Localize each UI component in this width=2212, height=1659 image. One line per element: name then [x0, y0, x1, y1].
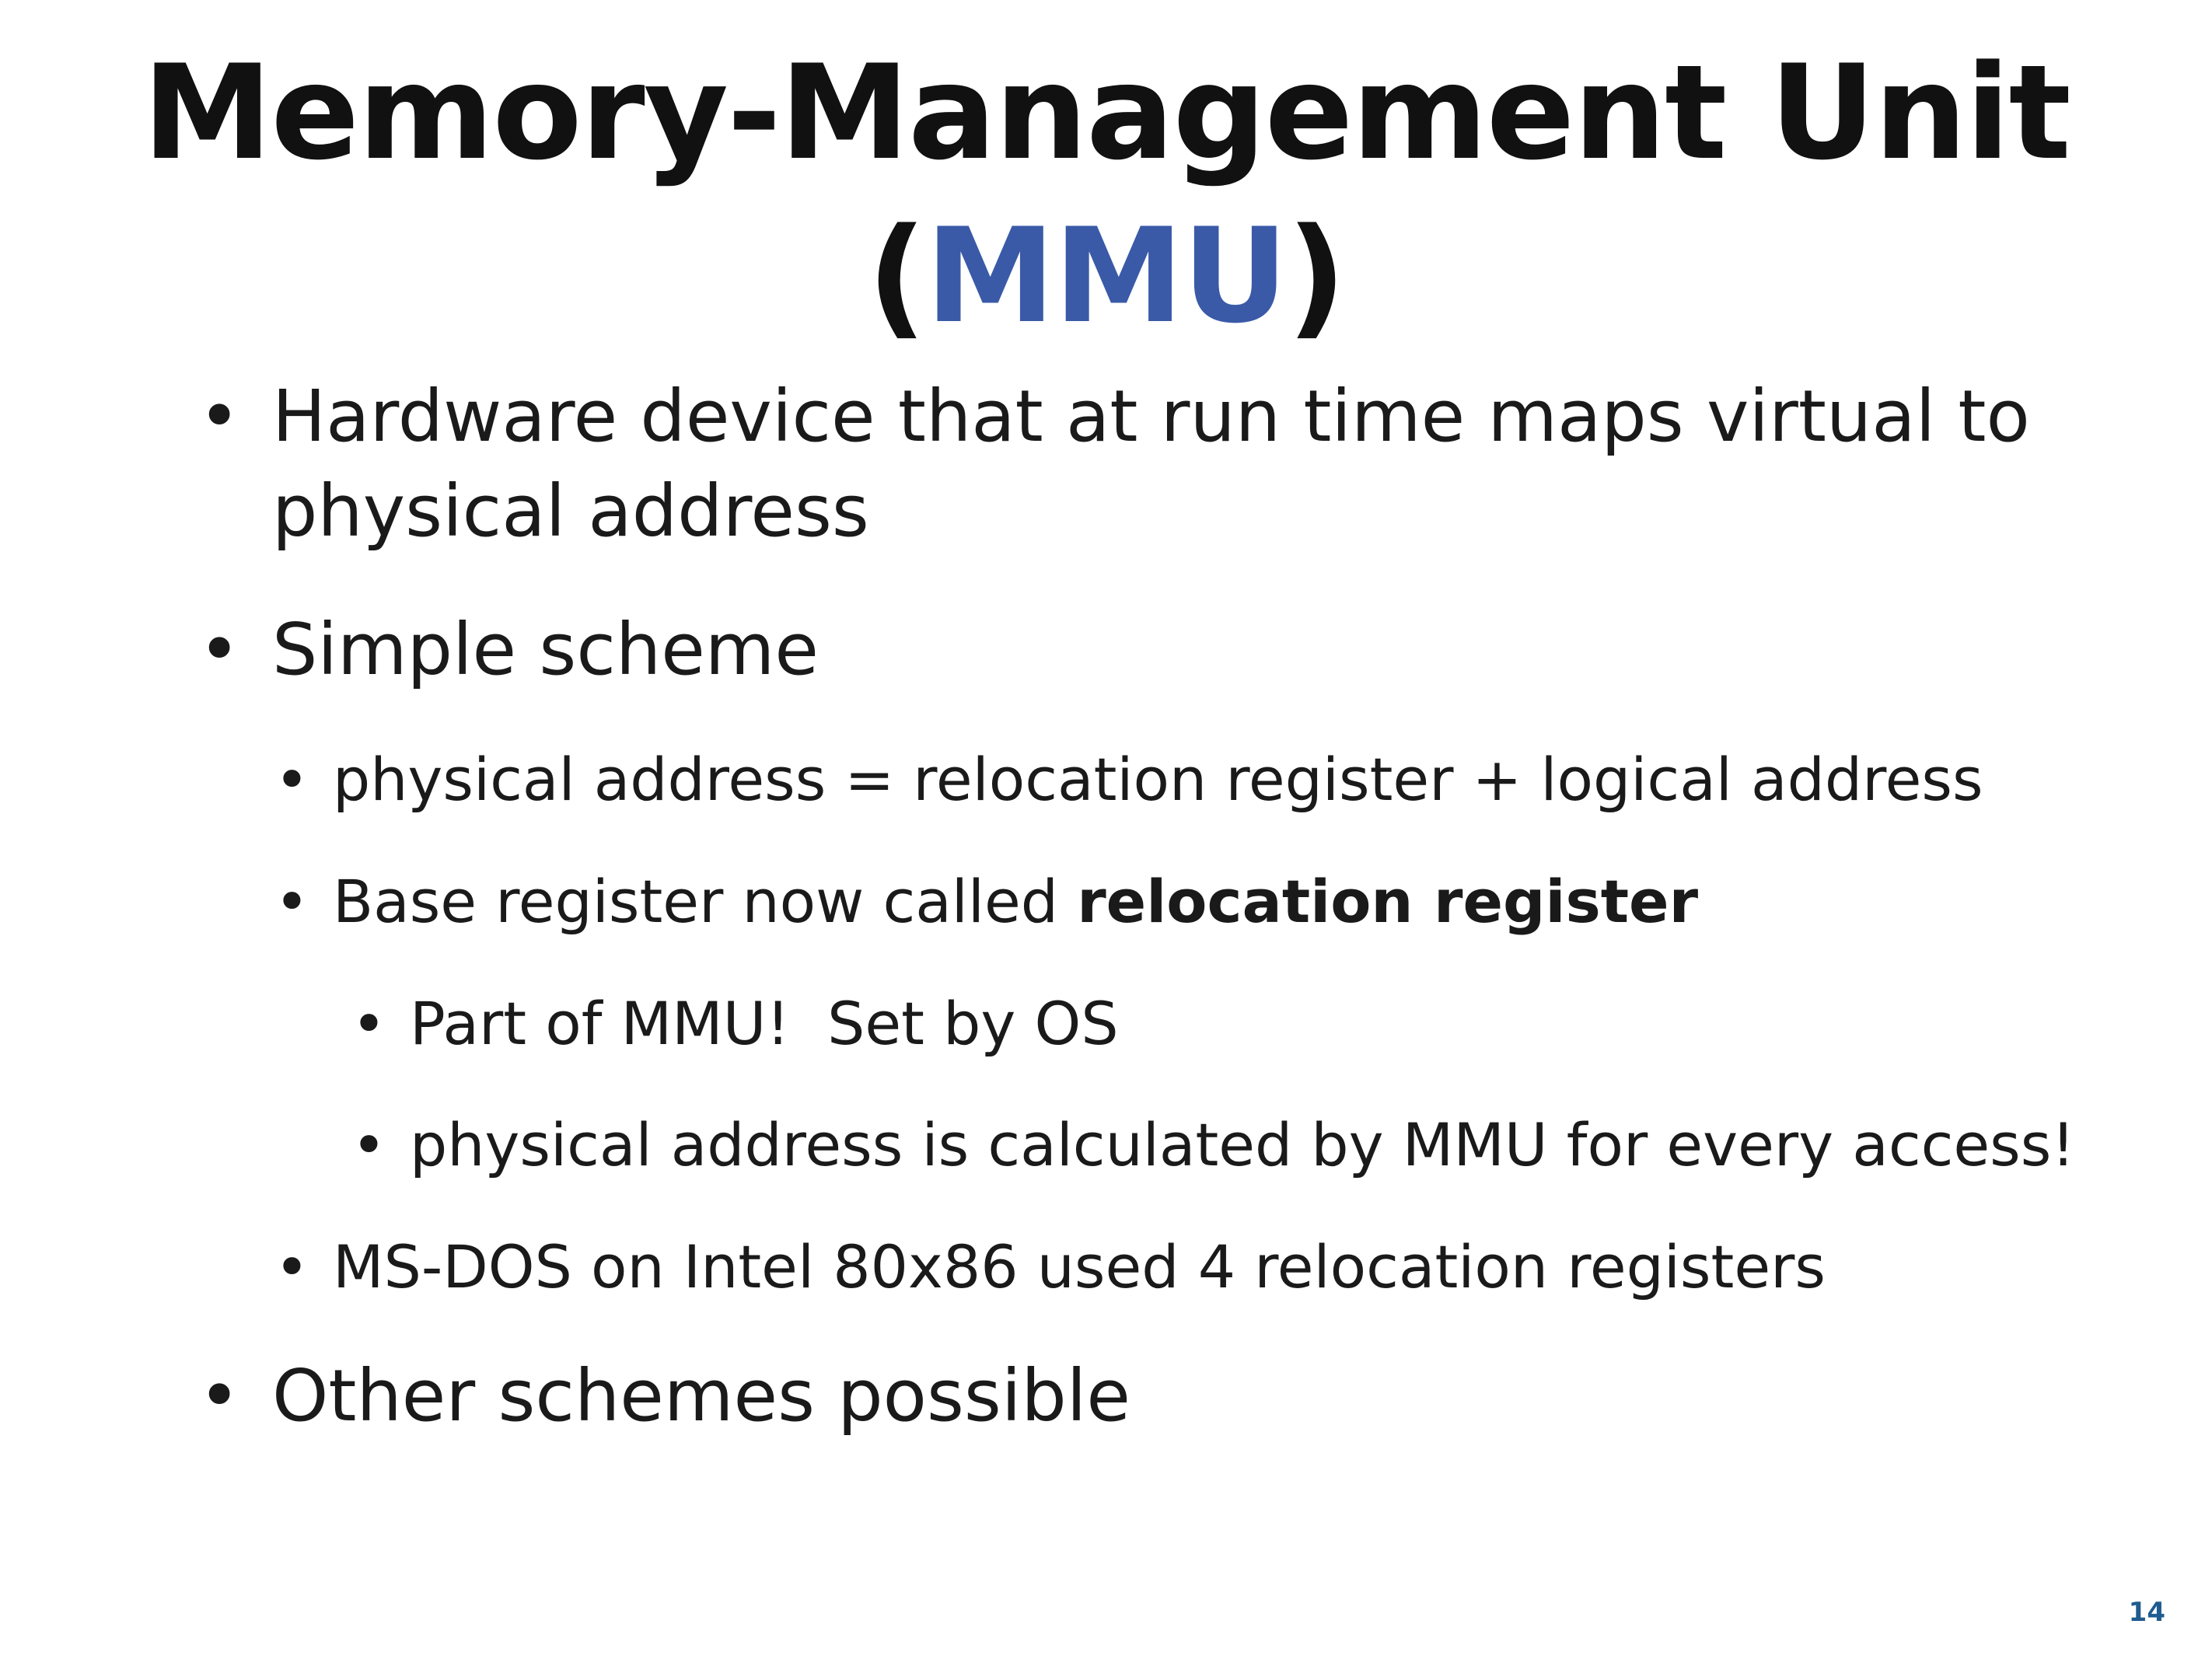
bullet-dot: • [274, 867, 309, 936]
bullet-text-line-2: physical address [272, 470, 869, 553]
title-open-paren: ( [867, 200, 927, 352]
bullet-base-register: • Base register now called relocation re… [274, 859, 1699, 945]
title-line-1: Memory-Management Unit [142, 37, 2071, 189]
bullet-dot: • [198, 375, 241, 458]
bullet-text: Other schemes possible [272, 1354, 1130, 1437]
page-number: 14 [2128, 1597, 2165, 1628]
slide-title-line-2: (MMU) [0, 194, 2212, 358]
bullet-part-of-mmu: • Part of MMU! Set by OS [351, 981, 1119, 1067]
bullet-dot: • [351, 989, 386, 1058]
bullet-text: Simple scheme [272, 608, 819, 691]
bullet-calculated-by-mmu: • physical address is calculated by MMU … [351, 1102, 2075, 1188]
bullet-text-line-1: Hardware device that at run time maps vi… [272, 375, 2030, 458]
bullet-ms-dos: • MS-DOS on Intel 80x86 used 4 relocatio… [274, 1224, 1826, 1310]
bullet-hardware-device: • Hardware device that at run time maps … [198, 369, 2030, 559]
bullet-text: Part of MMU! Set by OS [410, 989, 1119, 1058]
bullet-other-schemes: • Other schemes possible [198, 1349, 1130, 1444]
bullet-text: physical address is calculated by MMU fo… [410, 1110, 2075, 1179]
bullet-simple-scheme: • Simple scheme [198, 602, 819, 697]
title-acronym: MMU [925, 200, 1288, 352]
bullet-dot: • [274, 745, 309, 814]
bullet-dot: • [198, 608, 241, 691]
bullet-dot: • [198, 1354, 241, 1437]
bullet-physical-address-formula: • physical address = relocation register… [274, 737, 1983, 823]
bullet-emphasis: relocation register [1077, 867, 1699, 936]
slide-title: Memory-Management Unit [0, 31, 2212, 194]
title-close-paren: ) [1286, 200, 1347, 352]
bullet-text: MS-DOS on Intel 80x86 used 4 relocation … [333, 1232, 1826, 1301]
bullet-text: physical address = relocation register +… [333, 745, 1983, 814]
bullet-text: Base register now called [333, 867, 1078, 936]
bullet-dot: • [351, 1110, 386, 1179]
bullet-dot: • [274, 1232, 309, 1301]
